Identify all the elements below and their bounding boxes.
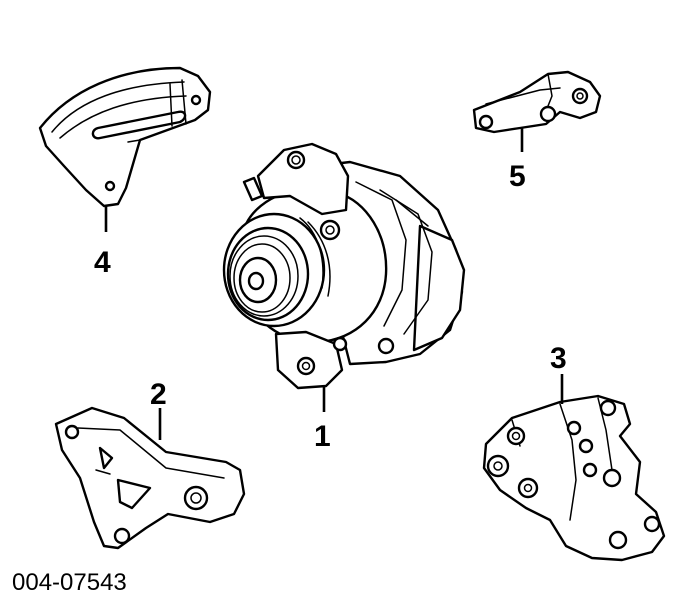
part-3-bracket	[482, 394, 666, 562]
label-part-3: 3	[550, 342, 567, 375]
part-1-alternator	[222, 142, 466, 390]
label-part-1: 1	[314, 420, 331, 453]
part-5-bracket	[472, 70, 602, 134]
part-4-bracket	[38, 66, 212, 208]
label-part-2: 2	[150, 378, 167, 411]
figure-code: 004-07543	[12, 569, 127, 596]
label-part-4: 4	[94, 246, 111, 279]
part-2-bracket	[54, 406, 246, 550]
label-part-5: 5	[509, 160, 526, 193]
